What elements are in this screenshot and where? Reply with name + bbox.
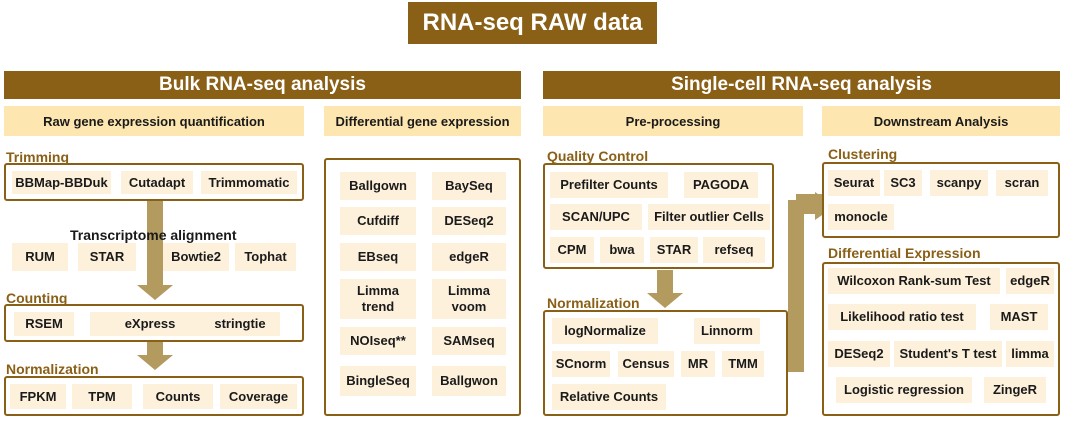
bulk-normalization-label: Normalization — [6, 361, 99, 377]
tool-item: edgeR — [432, 243, 506, 271]
tool-item: monocle — [828, 204, 894, 230]
tool-item: Tophat — [235, 243, 296, 271]
tool-item: Logistic regression — [836, 377, 972, 403]
single-cell-header: Single-cell RNA-seq analysis — [543, 71, 1060, 99]
tool-item: Relative Counts — [552, 384, 666, 410]
tool-item: NOIseq** — [340, 327, 416, 355]
tool-item: Cufdiff — [340, 207, 416, 235]
trimming-label: Trimming — [6, 149, 70, 165]
tool-item: scanpy — [930, 170, 988, 196]
diff-expression-header: Differential gene expression — [324, 106, 521, 136]
tool-item: Counts — [143, 384, 213, 409]
tool-item: bwa — [600, 237, 644, 263]
bulk-header: Bulk RNA-seq analysis — [4, 71, 521, 99]
tool-item: SC3 — [884, 170, 922, 196]
arrow-qc-to-normalization — [647, 270, 683, 308]
tool-item: scran — [996, 170, 1048, 196]
tool-item: Seurat — [828, 170, 880, 196]
tool-item: Limma trend — [340, 279, 416, 319]
raw-quant-header: Raw gene expression quantification — [4, 106, 304, 136]
tool-item: SAMseq — [432, 327, 506, 355]
tool-item: limma — [1006, 341, 1054, 367]
counting-label: Counting — [6, 290, 68, 306]
tool-item: Coverage — [220, 384, 297, 409]
tool-item: Limma voom — [432, 279, 506, 319]
tool-item: MR — [681, 351, 715, 377]
tool-item: STAR — [78, 243, 136, 271]
tool-item: Wilcoxon Rank-sum Test — [828, 268, 1000, 294]
tool-item: Filter outlier Cells — [648, 204, 770, 230]
tool-item: TPM — [72, 384, 132, 409]
tool-item: Cutadapt — [121, 171, 193, 194]
tool-item: ZingeR — [984, 377, 1046, 403]
tool-item: logNormalize — [552, 318, 658, 344]
tool-item: Ballgown — [340, 172, 416, 200]
tool-item: CPM — [550, 237, 594, 263]
tool-item: BingleSeq — [340, 366, 416, 396]
tool-item: Trimmomatic — [201, 171, 297, 194]
alignment-label: Transcriptome alignment — [70, 227, 237, 243]
tool-item: Ballgwon — [432, 366, 506, 396]
tool-item: Student's T test — [894, 341, 1002, 367]
tool-item: BaySeq — [432, 172, 506, 200]
tool-item: BBMap-BBDuk — [12, 171, 111, 194]
tool-item: Prefilter Counts — [550, 172, 668, 198]
tool-item: refseq — [703, 237, 765, 263]
main-title: RNA-seq RAW data — [408, 2, 657, 44]
sc-normalization-label: Normalization — [547, 295, 640, 311]
tool-item: PAGODA — [684, 172, 758, 198]
preprocessing-header: Pre-processing — [543, 106, 803, 136]
tool-item: Likelihood ratio test — [828, 304, 976, 330]
arrow-trimming-to-counting — [137, 200, 173, 300]
qc-label: Quality Control — [547, 148, 649, 164]
tool-item: RSEM — [14, 312, 74, 336]
tool-item: eXpress — [90, 312, 210, 336]
arrow-counting-to-normalization — [137, 336, 173, 370]
tool-item: DESeq2 — [432, 207, 506, 235]
tool-item: STAR — [650, 237, 698, 263]
tool-item: SCnorm — [552, 351, 610, 377]
sc-diff-expression-label: Differential Expression — [828, 245, 981, 261]
tool-item: Bowtie2 — [163, 243, 229, 271]
clustering-label: Clustering — [828, 146, 898, 162]
tool-item: DESeq2 — [828, 341, 890, 367]
tool-item: Linnorm — [694, 318, 760, 344]
tool-item: Census — [618, 351, 674, 377]
tool-item: edgeR — [1006, 268, 1054, 294]
tool-item: RUM — [12, 243, 68, 271]
downstream-header: Downstream Analysis — [822, 106, 1060, 136]
tool-item: EBseq — [340, 243, 416, 271]
tool-item: MAST — [990, 304, 1048, 330]
tool-item: SCAN/UPC — [550, 204, 642, 230]
tool-item: stringtie — [200, 312, 280, 336]
tool-item: TMM — [722, 351, 764, 377]
tool-item: FPKM — [10, 384, 66, 409]
